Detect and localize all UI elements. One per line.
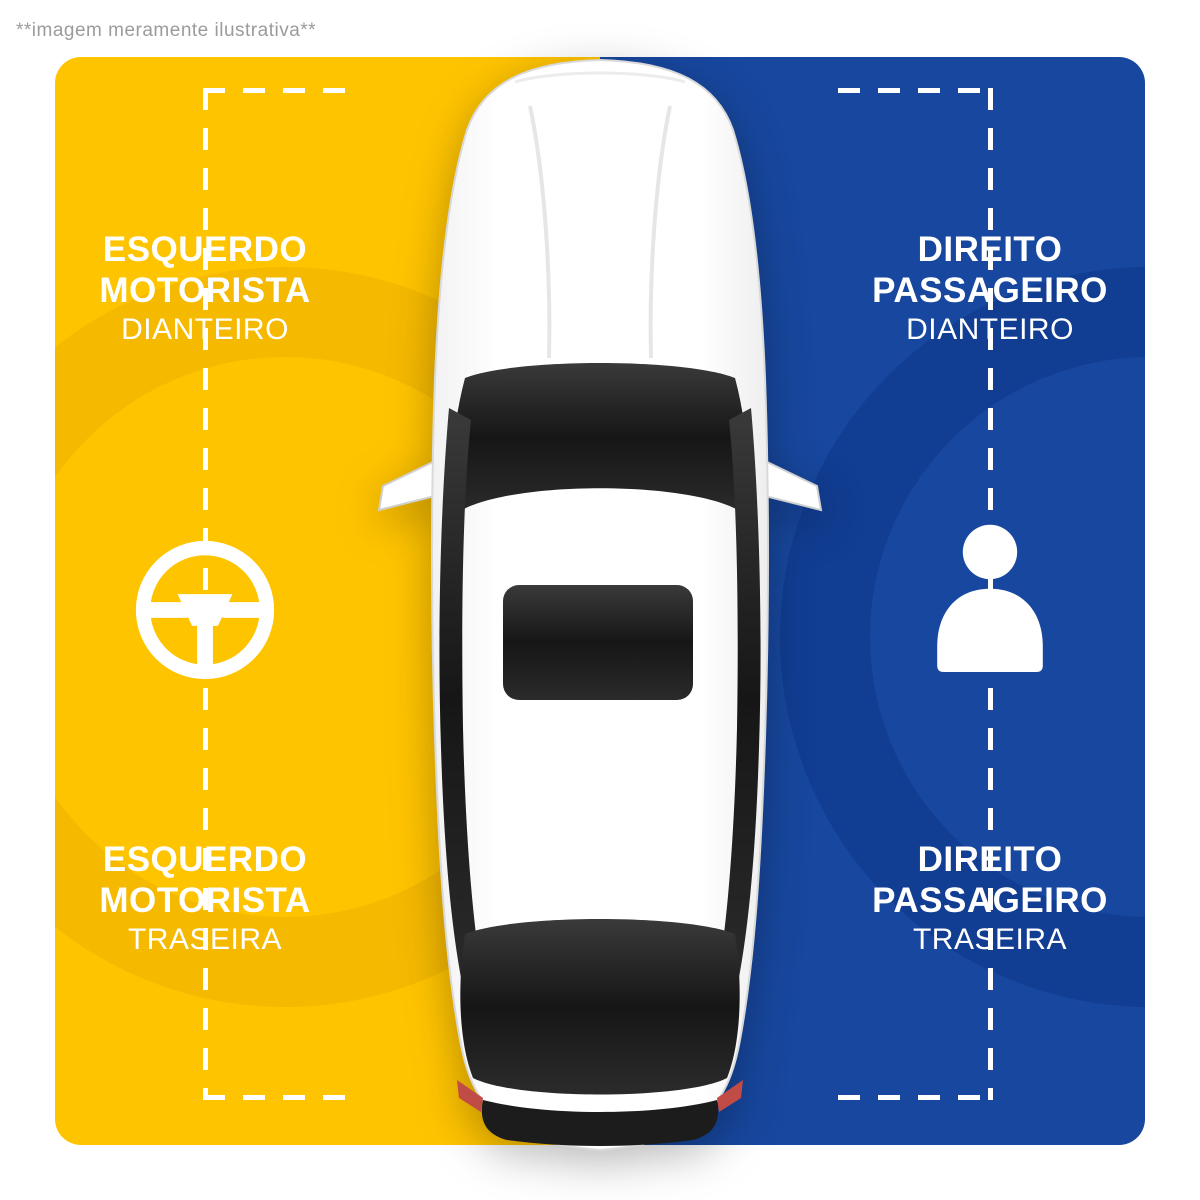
- hood-crease-right: [648, 105, 672, 359]
- dashed-guide-right-bottom: [838, 1095, 993, 1100]
- label-passenger-front-line2: PASSAGEIRO: [872, 270, 1108, 310]
- rear-bumper: [481, 1100, 719, 1146]
- dashed-guide-right-top: [838, 88, 993, 93]
- front-bumper-line: [514, 71, 686, 84]
- label-passenger-rear-line1: DIREITO: [917, 840, 1063, 879]
- label-passenger-rear-line2: PASSAGEIRO: [872, 880, 1108, 920]
- right-mirror: [761, 458, 823, 512]
- label-driver-rear: ESQUERDO MOTORISTA TRASEIRA: [40, 840, 370, 959]
- dashed-guide-left-top: [203, 88, 353, 93]
- label-passenger-front-line3: DIANTEIRO: [906, 313, 1074, 347]
- right-side-windows: [719, 408, 761, 988]
- left-taillight: [457, 1080, 483, 1112]
- label-driver-rear-line3: TRASEIRA: [127, 923, 283, 957]
- label-driver-front: ESQUERDO MOTORISTA DIANTEIRO: [40, 230, 370, 349]
- label-passenger-front-line1: DIREITO: [917, 230, 1063, 269]
- label-passenger-front: DIREITO PASSAGEIRO DIANTEIRO: [825, 230, 1155, 349]
- label-driver-front-line1: ESQUERDO: [102, 230, 308, 269]
- left-mirror: [377, 458, 439, 512]
- rear-window-glass: [460, 919, 740, 1095]
- label-driver-rear-line2: MOTORISTA: [99, 880, 311, 920]
- steering-wheel-icon: [133, 538, 277, 682]
- passenger-icon: [910, 512, 1070, 688]
- label-driver-rear-line1: ESQUERDO: [102, 840, 308, 879]
- car-top-view: [377, 58, 823, 1152]
- illustrative-caption: **imagem meramente ilustrativa**: [16, 20, 317, 41]
- dashed-guide-left-vertical: [203, 88, 208, 1100]
- windshield-glass: [452, 363, 748, 513]
- label-passenger-rear-line3: TRASEIRA: [912, 923, 1068, 957]
- left-side-windows: [439, 408, 481, 988]
- sunroof-glass: [503, 585, 693, 700]
- label-driver-front-line3: DIANTEIRO: [121, 313, 289, 347]
- label-driver-front-line2: MOTORISTA: [99, 270, 311, 310]
- hood-crease-left: [528, 105, 552, 359]
- right-taillight: [717, 1080, 743, 1112]
- label-passenger-rear: DIREITO PASSAGEIRO TRASEIRA: [825, 840, 1155, 959]
- dashed-guide-left-bottom: [203, 1095, 353, 1100]
